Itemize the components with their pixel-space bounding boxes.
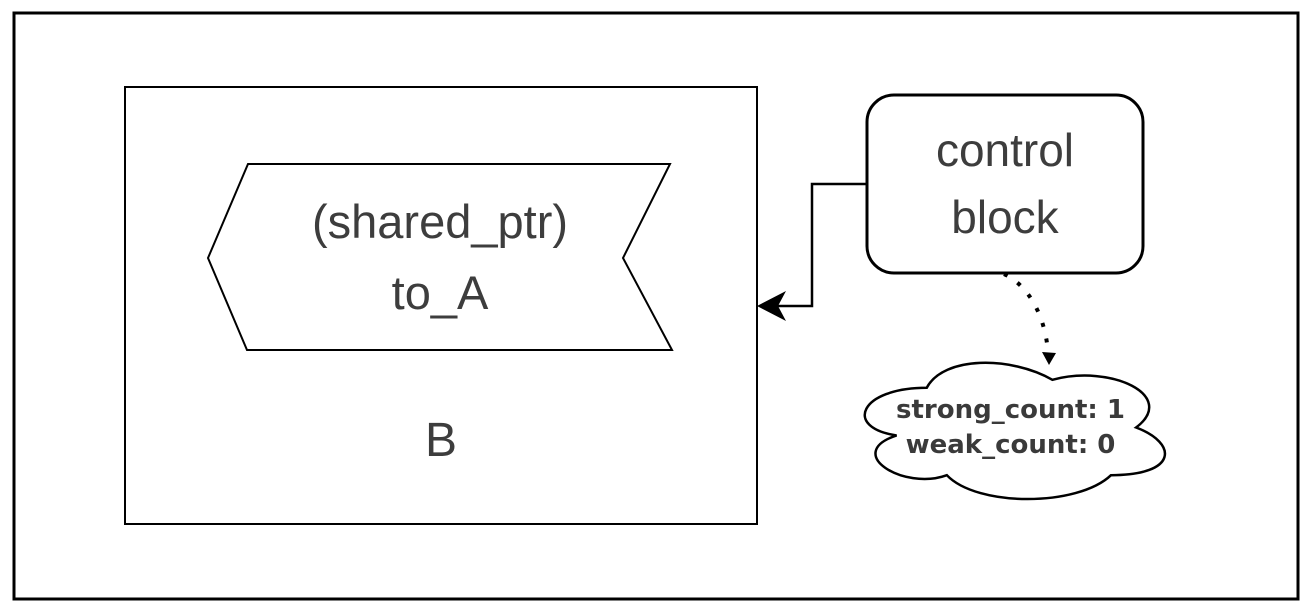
arrowhead-down-icon (1042, 352, 1056, 365)
control-block-to-b-connector (764, 182, 867, 308)
outer-frame (12, 11, 1300, 601)
arrowhead-left-icon (757, 291, 786, 321)
control-block-box (865, 93, 1145, 275)
shared-ptr-chevron-shape (206, 163, 674, 351)
control-block-to-counts-dotted-connector (1003, 272, 1050, 353)
counts-cloud-shape (863, 361, 1167, 501)
